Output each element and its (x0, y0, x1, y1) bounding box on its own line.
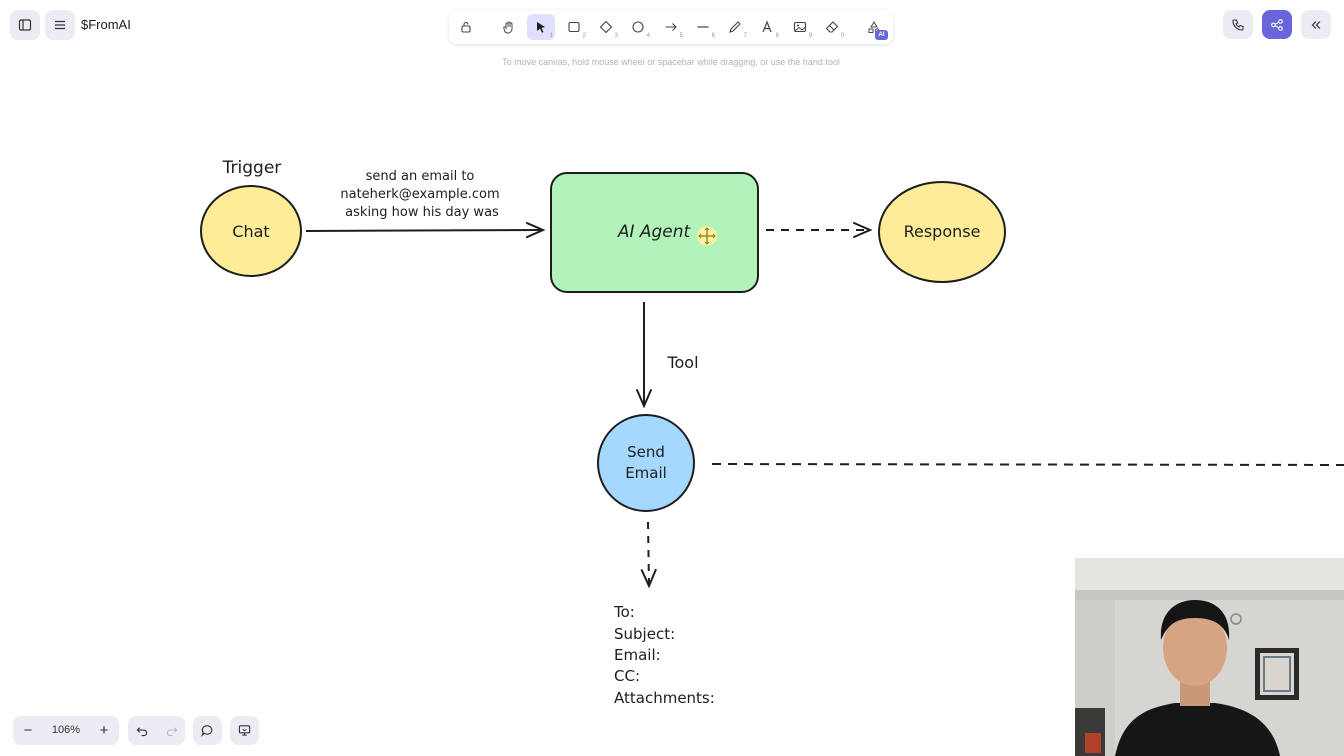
move-cursor-icon (697, 226, 717, 246)
email-to-fields-arrow[interactable] (648, 521, 649, 586)
ai-badge: AI (875, 30, 888, 40)
tool-selection-shortcut: 1 (549, 33, 553, 39)
pencil-icon (729, 21, 741, 33)
tool-eraser[interactable]: 0 (818, 14, 846, 40)
sidebar-toggle-button[interactable] (10, 10, 40, 40)
tool-ellipse-shortcut: 4 (646, 33, 650, 39)
line-icon (697, 26, 709, 28)
tool-selection[interactable]: 1 (527, 14, 555, 40)
email-dashed-connector[interactable] (711, 463, 1344, 466)
call-button[interactable] (1223, 10, 1253, 39)
image-icon (793, 21, 807, 33)
zoom-level[interactable]: 106% (51, 724, 81, 736)
tool-image-shortcut: 9 (808, 33, 812, 39)
field-cc: CC: (614, 667, 640, 685)
field-subject: Subject: (614, 625, 675, 643)
tool-image[interactable]: 9 (786, 14, 814, 40)
presentation-icon (238, 725, 251, 736)
tool-line[interactable]: 6 (689, 14, 717, 40)
field-to: To: (613, 603, 635, 621)
zoom-controls: − 106% + (13, 716, 119, 745)
main-menu-button[interactable] (45, 10, 75, 40)
eraser-icon (825, 21, 839, 33)
diamond-icon (599, 20, 613, 34)
presentation-button-inner[interactable] (230, 716, 259, 745)
tool-hand[interactable] (495, 14, 523, 40)
collapse-panel-button[interactable] (1301, 10, 1331, 39)
hamburger-menu-icon (55, 20, 65, 30)
tool-diamond-shortcut: 3 (614, 33, 618, 39)
field-attachments: Attachments: (614, 689, 715, 707)
arrow-label-line-2: nateherk@example.com (340, 187, 499, 202)
tool-diamond[interactable]: 3 (592, 14, 620, 40)
ai-agent-label: AI Agent (617, 222, 692, 242)
arrow-label-line-1: send an email to (366, 169, 475, 184)
send-email-node[interactable]: Send Email (597, 414, 695, 512)
tool-label[interactable]: Tool (666, 353, 698, 372)
ellipse-icon (632, 21, 644, 33)
tool-draw[interactable]: 7 (721, 14, 749, 40)
undo-button[interactable] (128, 716, 156, 745)
pointer-icon (537, 22, 545, 33)
presentation-button[interactable] (230, 716, 259, 745)
chat-to-agent-arrow[interactable] (305, 230, 543, 231)
chat-node[interactable]: Chat (200, 185, 302, 277)
trigger-label[interactable]: Trigger (222, 158, 282, 178)
zoom-out-button[interactable]: − (23, 722, 33, 739)
sidebar-toggle-icon (18, 19, 32, 31)
redo-button[interactable] (157, 716, 185, 745)
share-icon (1271, 18, 1283, 31)
comment-button[interactable] (193, 716, 222, 745)
lock-icon (461, 21, 471, 33)
arrow-label[interactable]: send an email to nateherk@example.com as… (340, 169, 499, 220)
chat-node-label: Chat (232, 222, 269, 241)
shape-toolbar: 1 2 3 4 5 6 7 8 9 0 AI (449, 10, 893, 44)
field-email: Email: (614, 646, 661, 664)
arrow-icon (665, 23, 677, 31)
phone-icon (1232, 18, 1244, 31)
send-email-label-1: Send (627, 443, 665, 461)
double-chevron-left-icon (1311, 20, 1321, 29)
ai-agent-node[interactable]: AI Agent (550, 172, 759, 293)
undo-icon (136, 727, 147, 737)
zoom-in-button[interactable]: + (99, 722, 109, 739)
presenter-video (1075, 558, 1344, 756)
tool-eraser-shortcut: 0 (840, 33, 844, 39)
tool-lock[interactable] (452, 14, 480, 40)
comment-button-inner[interactable] (193, 716, 222, 745)
send-email-label-2: Email (625, 464, 667, 482)
tool-draw-shortcut: 7 (743, 33, 747, 39)
tool-rectangle[interactable]: 2 (560, 14, 588, 40)
redo-icon (166, 727, 177, 737)
tool-line-shortcut: 6 (711, 33, 715, 39)
hand-icon (503, 21, 513, 34)
tool-text-shortcut: 8 (775, 33, 779, 39)
canvas-hint: To move canvas, hold mouse wheel or spac… (502, 57, 840, 67)
tool-arrow[interactable]: 5 (657, 14, 685, 40)
response-node[interactable]: Response (878, 181, 1006, 283)
text-icon (762, 20, 772, 33)
tool-ellipse[interactable]: 4 (624, 14, 652, 40)
share-button[interactable] (1262, 10, 1292, 39)
response-label: Response (904, 222, 981, 241)
tool-rectangle-shortcut: 2 (582, 33, 586, 39)
webcam-overlay (1075, 558, 1344, 756)
rectangle-icon (568, 21, 580, 33)
document-title[interactable]: $FromAI (81, 17, 131, 32)
arrow-label-line-3: asking how his day was (345, 205, 499, 220)
tool-text[interactable]: 8 (753, 14, 781, 40)
tool-arrow-shortcut: 5 (679, 33, 683, 39)
history-controls (128, 716, 185, 745)
comment-icon (201, 725, 213, 737)
email-fields-text[interactable]: To: Subject: Email: CC: Attachments: (613, 603, 715, 707)
